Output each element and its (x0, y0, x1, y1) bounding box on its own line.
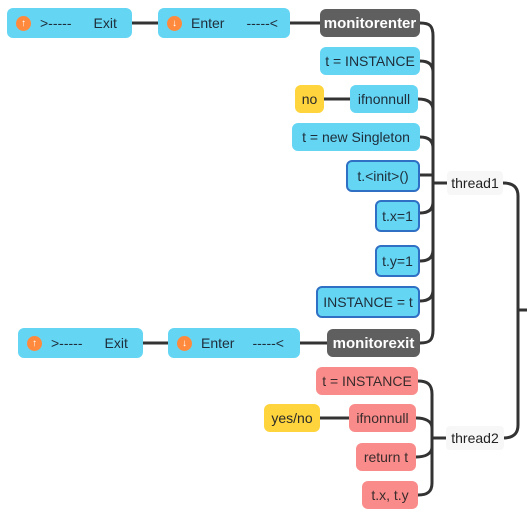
step-label: monitorexit (332, 334, 415, 352)
thread1-label[interactable]: thread1 (447, 171, 503, 195)
step-label: ifnonnull (356, 410, 409, 426)
enter-label: Enter (191, 15, 225, 31)
exit-node-1[interactable]: ↑ >----- Exit (7, 8, 132, 38)
thread1-step-t-instance[interactable]: t = INSTANCE (320, 47, 420, 75)
enter-node-1[interactable]: ↓ Enter -----< (158, 8, 290, 38)
thread2-step-t-instance[interactable]: t = INSTANCE (316, 367, 418, 395)
thread1-step-tx[interactable]: t.x=1 (375, 200, 420, 232)
thread1-tick-new-singleton (418, 135, 435, 150)
thread1-step-ifnonnull[interactable]: ifnonnull (350, 85, 418, 113)
down-arrow-circle-icon: ↓ (177, 335, 192, 351)
exit-node-2[interactable]: ↑ >----- Exit (18, 328, 143, 358)
branch-label: no (301, 91, 318, 107)
step-label: t = INSTANCE (322, 373, 412, 389)
step-label: t.x=1 (382, 208, 413, 224)
thread1-step-ty[interactable]: t.y=1 (375, 245, 420, 277)
thread-label-text: thread2 (451, 430, 499, 446)
thread2-step-txy[interactable]: t.x, t.y (362, 481, 418, 509)
step-label: t.<init>() (357, 168, 409, 184)
step-label: t.x, t.y (371, 487, 409, 503)
thread-label-text: thread1 (451, 175, 499, 191)
step-label: return t (363, 449, 409, 465)
exit-label: Exit (104, 335, 128, 351)
thread1-step-monitorenter[interactable]: monitorenter (320, 9, 420, 37)
thread2-branch-yes-no[interactable]: yes/no (264, 404, 320, 432)
branch-label: yes/no (271, 410, 313, 426)
enter-arrow-text: -----< (246, 15, 278, 31)
step-label: t = new Singleton (302, 129, 410, 145)
step-label: monitorenter (323, 14, 417, 32)
step-label: t.y=1 (382, 253, 413, 269)
thread2-tick-return-t (414, 445, 434, 459)
thread1-tick-t-instance (418, 59, 435, 74)
exit-arrow-text: >----- (51, 335, 83, 351)
thread2-tick-ifnonnull (414, 416, 434, 430)
thread1-step-new-singleton[interactable]: t = new Singleton (292, 123, 420, 151)
thread1-branch-no[interactable]: no (295, 85, 324, 113)
thread1-tick-instance-assign (418, 288, 435, 303)
down-arrow-circle-icon: ↓ (167, 15, 182, 31)
thread1-tick-ifnonnull (416, 97, 435, 112)
thread2-step-ifnonnull[interactable]: ifnonnull (349, 404, 416, 432)
step-label: INSTANCE = t (323, 294, 413, 310)
thread2-step-return-t[interactable]: return t (356, 443, 416, 471)
enter-arrow-text: -----< (252, 335, 284, 351)
exit-arrow-text: >----- (40, 15, 72, 31)
step-label: ifnonnull (357, 91, 411, 107)
thread1-tick-ty (418, 248, 435, 263)
thread1-step-monitorexit[interactable]: monitorexit (327, 329, 420, 357)
root-connector-thread1 (501, 181, 520, 440)
up-arrow-circle-icon: ↑ (27, 335, 42, 351)
thread1-step-instance-assign[interactable]: INSTANCE = t (316, 286, 420, 318)
enter-node-2[interactable]: ↓ Enter -----< (168, 328, 300, 358)
up-arrow-circle-icon: ↑ (16, 15, 31, 31)
step-label: t = INSTANCE (325, 53, 415, 69)
thread2-bracket (416, 379, 434, 497)
enter-label: Enter (201, 335, 235, 351)
thread1-step-init[interactable]: t.<init>() (346, 160, 420, 192)
exit-label: Exit (93, 15, 117, 31)
thread2-label[interactable]: thread2 (446, 426, 504, 450)
thread1-tick-tx (418, 200, 435, 215)
